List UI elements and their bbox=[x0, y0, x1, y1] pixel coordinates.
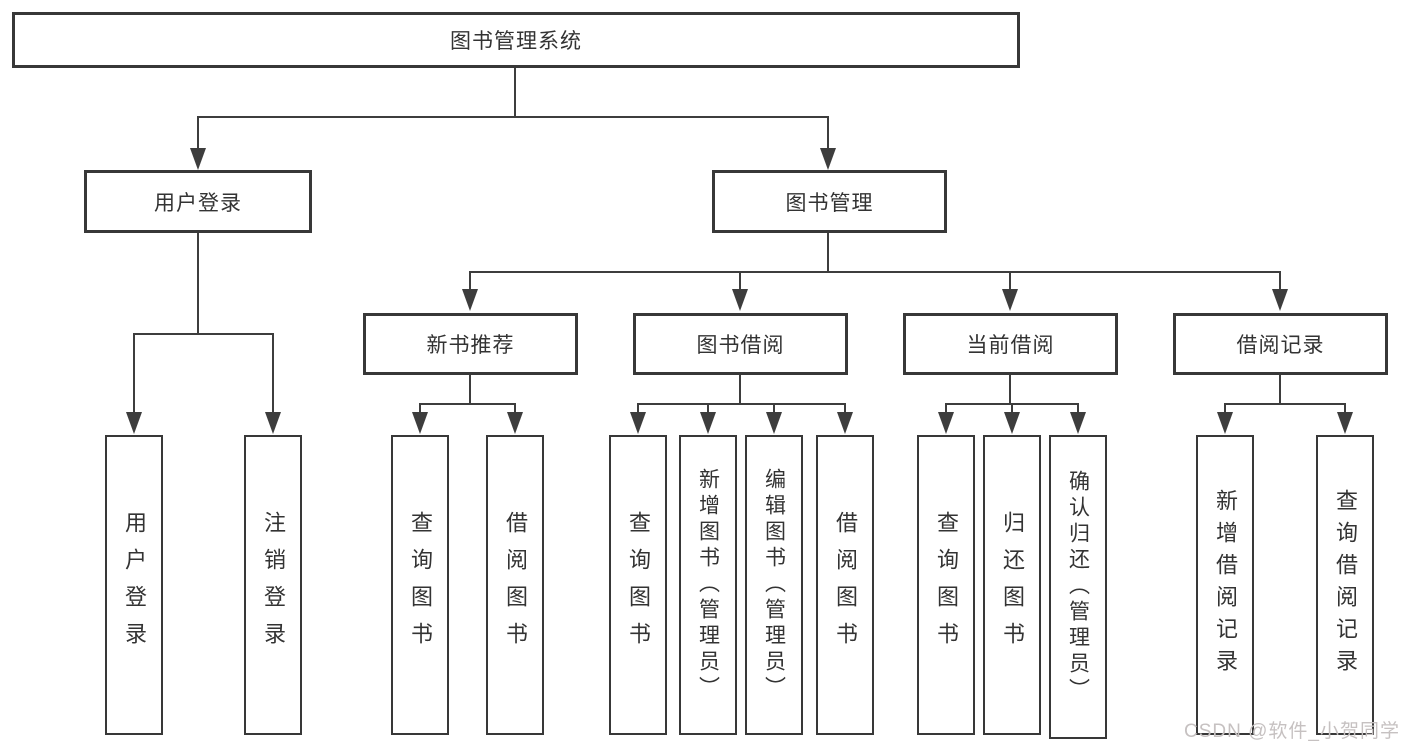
connector-arrowhead bbox=[412, 412, 428, 434]
leaf-label: 新增借阅记录 bbox=[1213, 489, 1238, 681]
connector-arrowhead bbox=[265, 412, 281, 434]
connector-line bbox=[197, 116, 199, 150]
connector-arrowhead bbox=[507, 412, 523, 434]
connector-arrowhead bbox=[1070, 412, 1086, 434]
node-book-management-branch: 图书管理 bbox=[712, 170, 947, 233]
leaf-label: 借阅图书 bbox=[503, 511, 528, 659]
connector-arrowhead bbox=[820, 148, 836, 170]
leaf-label: 借阅图书 bbox=[833, 511, 858, 659]
connector-line bbox=[1077, 403, 1079, 414]
leaf-borrow-books: 借阅图书 bbox=[816, 435, 874, 735]
connector-arrowhead bbox=[837, 412, 853, 434]
connector-line bbox=[945, 403, 947, 414]
node-label: 图书借阅 bbox=[696, 334, 785, 357]
connector-line bbox=[197, 116, 829, 118]
connector-arrowhead bbox=[630, 412, 646, 434]
connector-line bbox=[827, 116, 829, 150]
connector-line bbox=[1224, 403, 1346, 405]
leaf-label: 查询图书 bbox=[626, 511, 651, 659]
connector-arrowhead bbox=[1272, 289, 1288, 311]
node-new-book-recommend: 新书推荐 bbox=[363, 313, 578, 375]
node-label: 图书管理系统 bbox=[450, 30, 582, 53]
leaf-label: 确认归还（管理员） bbox=[1066, 470, 1090, 704]
connector-line bbox=[1009, 375, 1011, 405]
connector-arrowhead bbox=[126, 412, 142, 434]
connector-line bbox=[133, 333, 135, 413]
connector-line bbox=[739, 375, 741, 405]
connector-line bbox=[707, 403, 709, 414]
connector-line bbox=[1009, 271, 1011, 289]
leaf-label: 新增图书（管理员） bbox=[696, 468, 720, 702]
connector-line bbox=[133, 333, 274, 335]
connector-line bbox=[419, 403, 516, 405]
leaf-label: 归还图书 bbox=[1000, 511, 1025, 659]
node-label: 用户登录 bbox=[154, 191, 242, 215]
connector-arrowhead bbox=[732, 289, 748, 311]
connector-arrowhead bbox=[1004, 412, 1020, 434]
node-label: 当前借阅 bbox=[966, 334, 1055, 357]
node-current-borrow: 当前借阅 bbox=[903, 313, 1118, 375]
connector-line bbox=[514, 68, 516, 116]
leaf-add-book-admin: 新增图书（管理员） bbox=[679, 435, 737, 735]
connector-arrowhead bbox=[766, 412, 782, 434]
connector-line bbox=[844, 403, 846, 414]
leaf-query-borrow-record: 查询借阅记录 bbox=[1316, 435, 1374, 735]
leaf-logout: 注销登录 bbox=[244, 435, 302, 735]
node-library-system: 图书管理系统 bbox=[12, 12, 1020, 68]
connector-arrowhead bbox=[700, 412, 716, 434]
connector-line bbox=[1344, 403, 1346, 414]
connector-line bbox=[469, 271, 1281, 273]
leaf-query-books-current: 查询图书 bbox=[917, 435, 975, 735]
connector-line bbox=[773, 403, 775, 414]
connector-line bbox=[197, 233, 199, 335]
connector-line bbox=[514, 403, 516, 414]
leaf-label: 查询图书 bbox=[408, 511, 433, 659]
connector-line bbox=[1224, 403, 1226, 414]
connector-line bbox=[272, 333, 274, 413]
node-book-borrow: 图书借阅 bbox=[633, 313, 848, 375]
connector-line bbox=[1011, 403, 1013, 414]
leaf-query-books-recommend: 查询图书 bbox=[391, 435, 449, 735]
leaf-edit-book-admin: 编辑图书（管理员） bbox=[745, 435, 803, 735]
connector-arrowhead bbox=[190, 148, 206, 170]
connector-line bbox=[739, 271, 741, 289]
leaf-query-books-borrow: 查询图书 bbox=[609, 435, 667, 735]
connector-line bbox=[1279, 271, 1281, 289]
node-label: 借阅记录 bbox=[1236, 334, 1325, 357]
leaf-confirm-return-admin: 确认归还（管理员） bbox=[1049, 435, 1107, 739]
leaf-label: 用户登录 bbox=[122, 511, 147, 659]
connector-line bbox=[637, 403, 639, 414]
leaf-add-borrow-record: 新增借阅记录 bbox=[1196, 435, 1254, 735]
connector-arrowhead bbox=[1217, 412, 1233, 434]
leaf-label: 查询图书 bbox=[934, 511, 959, 659]
node-label: 新书推荐 bbox=[426, 334, 515, 357]
connector-arrowhead bbox=[1002, 289, 1018, 311]
connector-arrowhead bbox=[938, 412, 954, 434]
leaf-label: 注销登录 bbox=[261, 511, 286, 659]
connector-line bbox=[469, 375, 471, 405]
leaf-label: 编辑图书（管理员） bbox=[762, 468, 786, 702]
node-borrow-records: 借阅记录 bbox=[1173, 313, 1388, 375]
leaf-label: 查询借阅记录 bbox=[1333, 489, 1358, 681]
node-user-login-branch: 用户登录 bbox=[84, 170, 312, 233]
leaf-return-books: 归还图书 bbox=[983, 435, 1041, 735]
leaf-borrow-books-recommend: 借阅图书 bbox=[486, 435, 544, 735]
connector-arrowhead bbox=[462, 289, 478, 311]
leaf-user-login: 用户登录 bbox=[105, 435, 163, 735]
watermark: CSDN @软件_小贺同学 bbox=[1184, 721, 1400, 742]
node-label: 图书管理 bbox=[785, 191, 874, 215]
connector-line bbox=[1279, 375, 1281, 405]
connector-line bbox=[469, 271, 471, 289]
connector-arrowhead bbox=[1337, 412, 1353, 434]
connector-line bbox=[637, 403, 846, 405]
connector-line bbox=[827, 233, 829, 273]
connector-line bbox=[419, 403, 421, 414]
